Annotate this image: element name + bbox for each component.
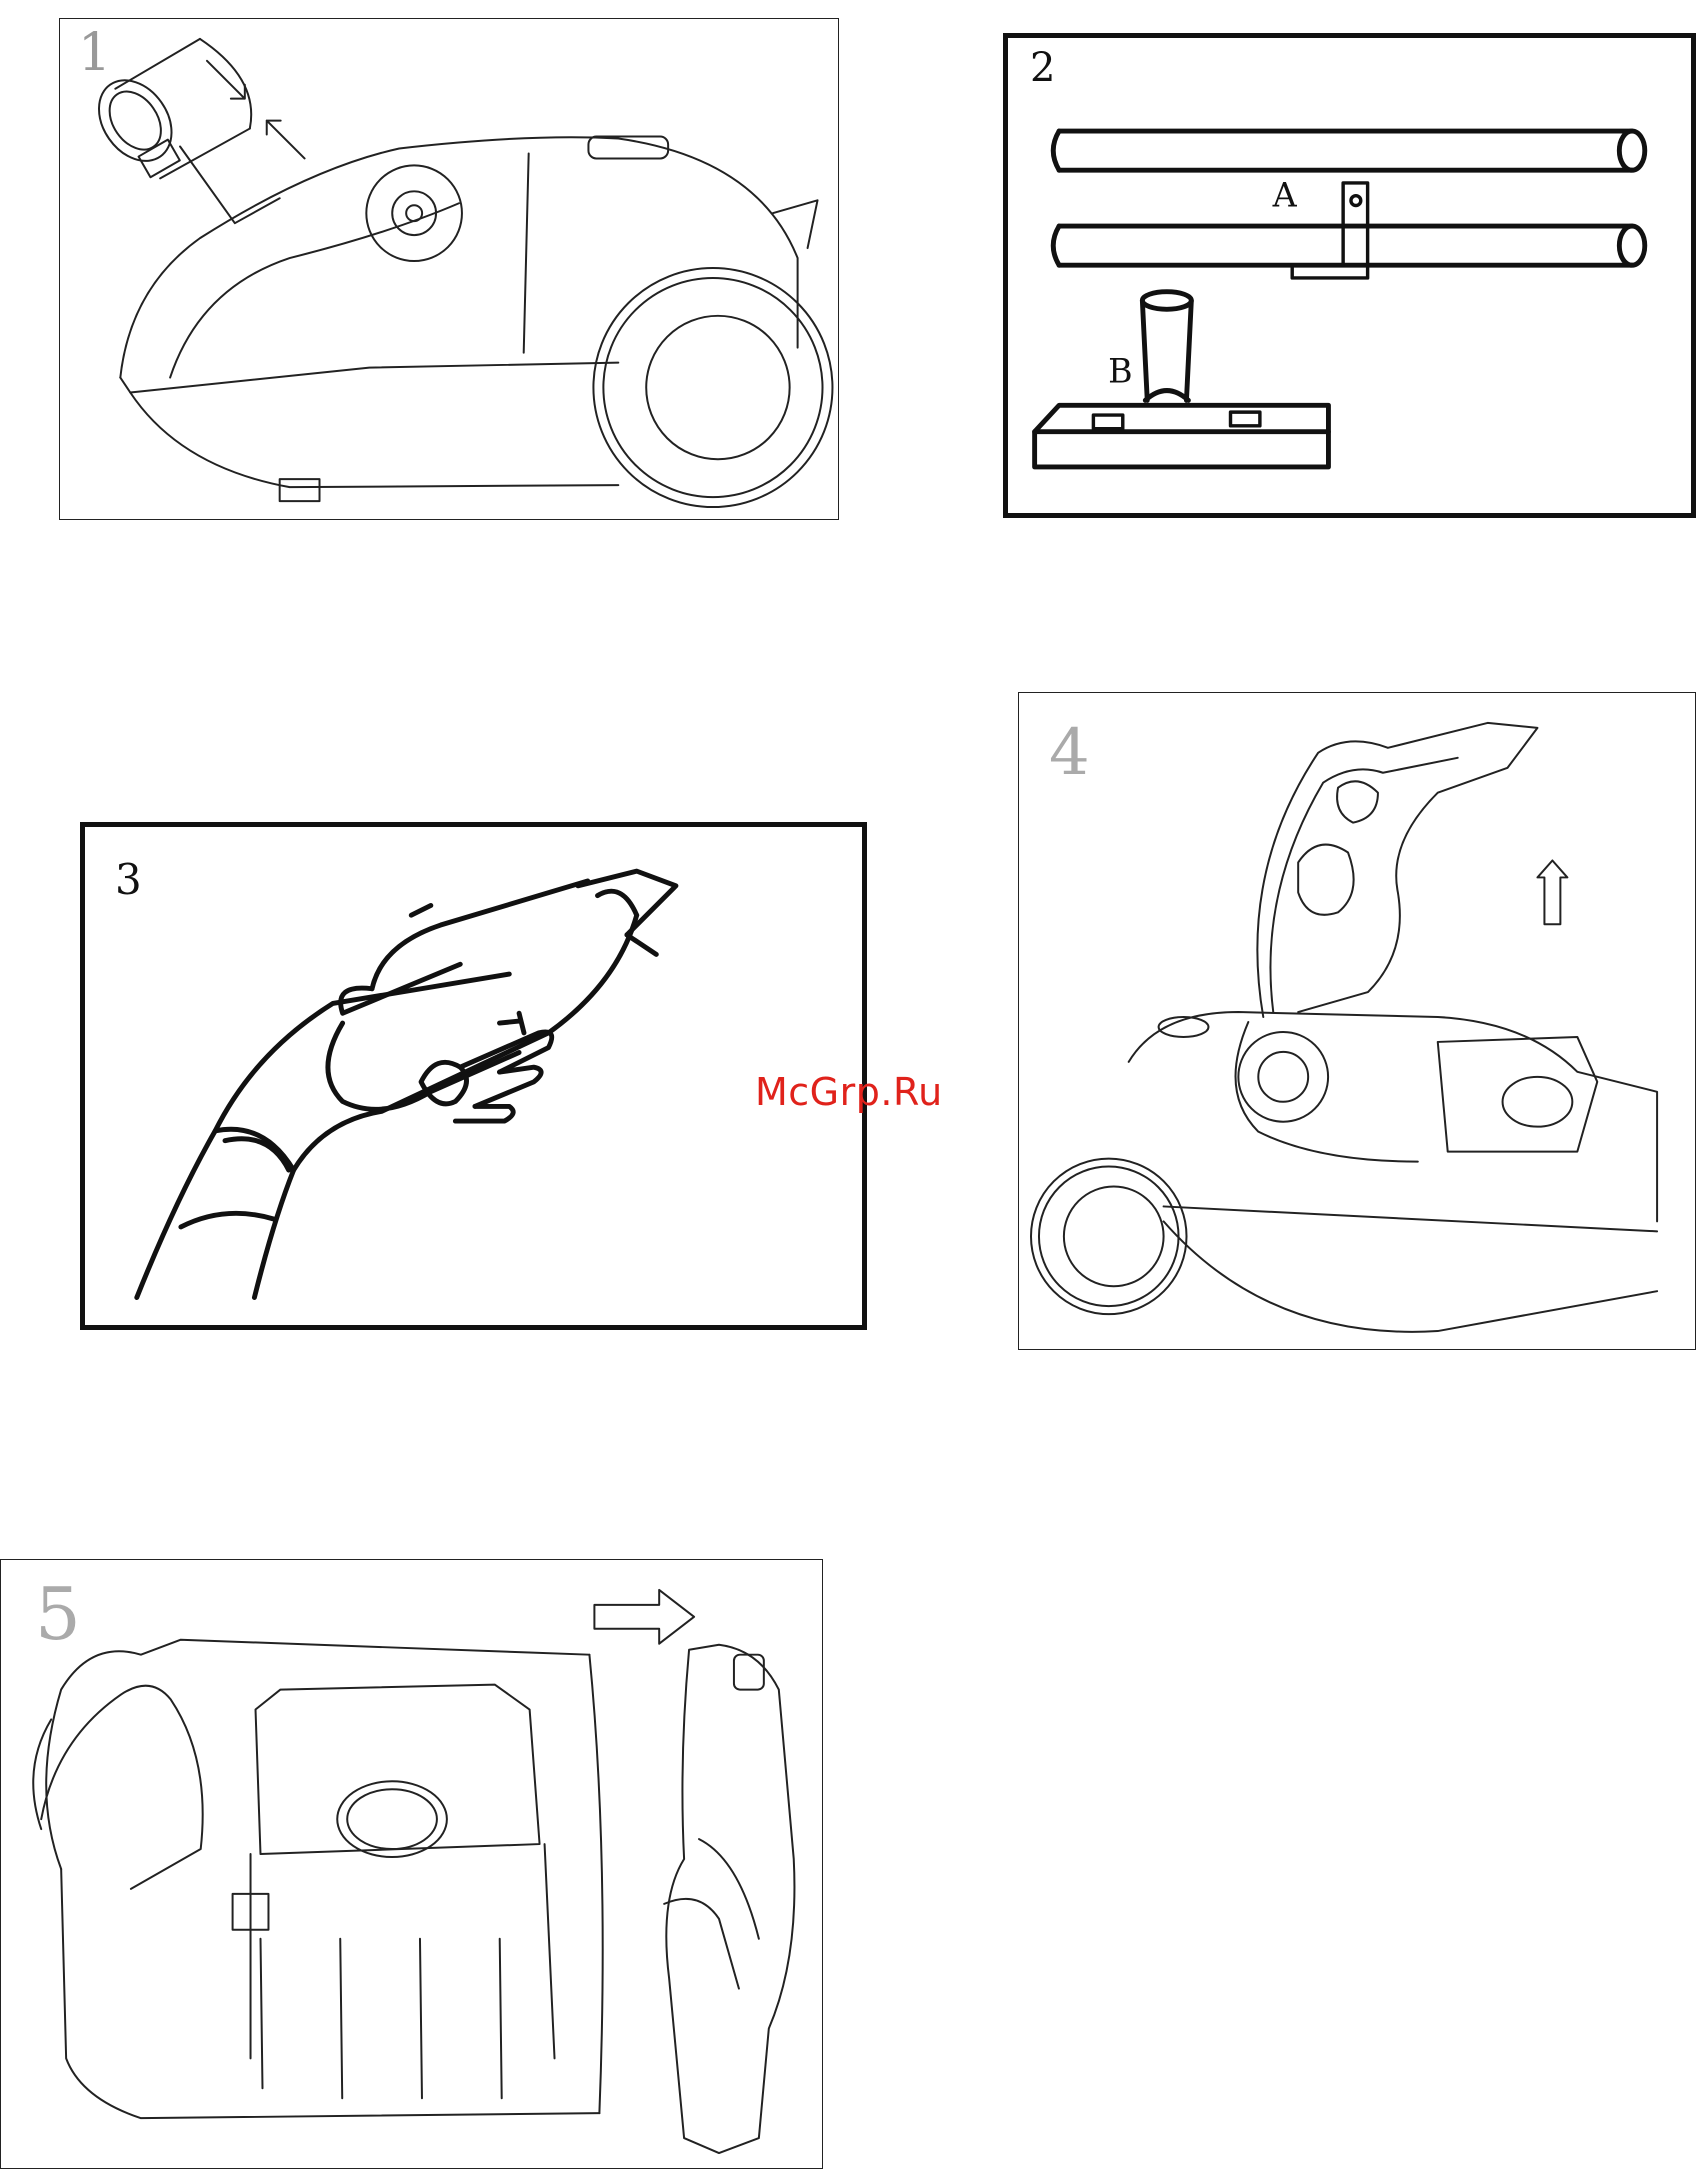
tube-and-nozzle-drawing: A B (1008, 38, 1691, 513)
hose-connector-icon (84, 39, 280, 223)
pull-out-arrow-icon (594, 1590, 694, 1644)
tube-upper-icon (1053, 131, 1645, 170)
hand-icon (328, 881, 588, 1121)
vacuum-body-icon (120, 137, 832, 508)
hose-handle-icon (137, 871, 676, 1297)
dust-container-removal-drawing (1, 1560, 822, 2168)
open-lid-icon (1257, 723, 1537, 1017)
figure-2-panel: 2 A B (1003, 33, 1696, 518)
tube-lower-with-clip-icon (1053, 183, 1645, 278)
dust-container-icon (33, 1640, 602, 2118)
hand-holding-handle-drawing (85, 827, 862, 1325)
vacuum-hose-connection-drawing (60, 19, 838, 519)
figure-5-panel: 5 (0, 1559, 823, 2169)
watermark-text: McGrp.Ru (755, 1070, 943, 1114)
open-lid-vacuum-drawing (1019, 693, 1695, 1349)
label-b: B (1108, 352, 1132, 391)
lid-up-arrow-icon (1537, 860, 1567, 924)
front-cover-icon (664, 1645, 794, 2153)
floor-nozzle-icon (1035, 292, 1329, 467)
figure-4-panel: 4 (1018, 692, 1696, 1350)
figure-3-panel: 3 (80, 822, 867, 1330)
vacuum-body-icon (1031, 1012, 1657, 1332)
figure-1-panel: 1 (59, 18, 839, 520)
label-a: A (1272, 175, 1298, 214)
